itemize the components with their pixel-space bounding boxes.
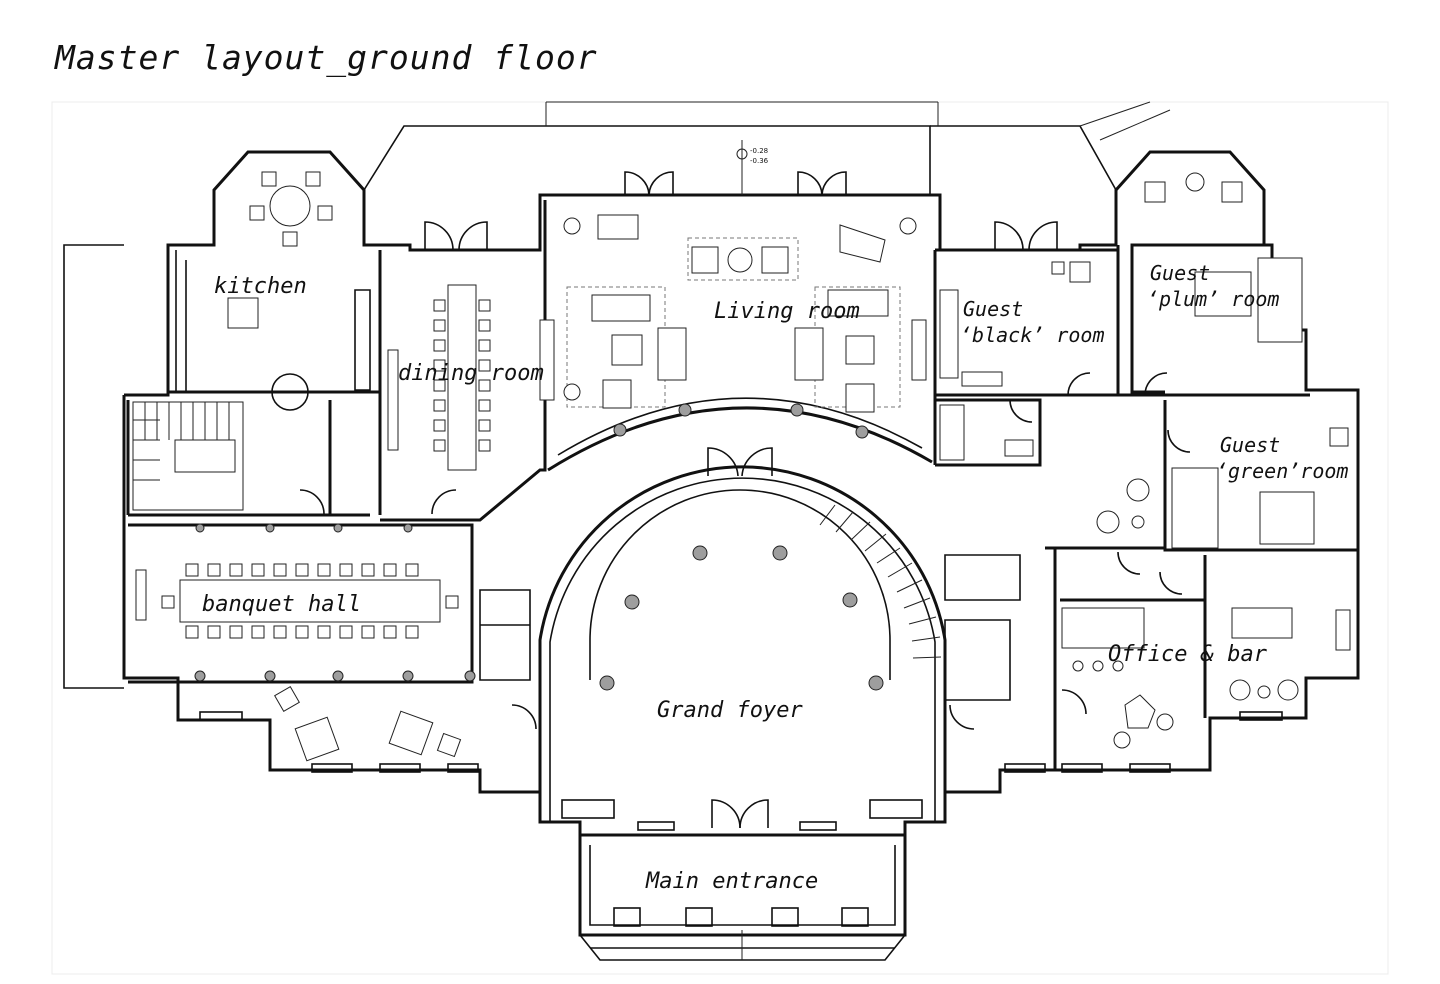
label-guest-green-line1: Guest (1220, 433, 1280, 457)
living-room-furniture (539, 214, 927, 413)
label-guest-black-line2: ‘black’ room (960, 323, 1105, 347)
office-furniture (1061, 607, 1351, 749)
grand-foyer-structure (538, 403, 947, 822)
label-guest-plum-line1: Guest (1150, 261, 1210, 285)
label-guest-plum-line2: ‘plum’ room (1147, 287, 1279, 311)
label-grand-foyer: Grand foyer (657, 698, 803, 723)
label-main-entrance: Main entrance (645, 869, 818, 894)
doors-and-windows (199, 171, 1283, 831)
kitchen-furniture (132, 171, 371, 511)
level-upper: -0.28 (750, 147, 768, 155)
level-marker: -0.28 -0.36 (736, 140, 769, 195)
interior-walls (126, 200, 1358, 770)
guest-rooms-furniture (939, 172, 1349, 549)
label-dining-room: dining room (398, 361, 544, 386)
plan-title: Master layout_ground floor (55, 38, 598, 77)
banquet-furniture (135, 523, 476, 762)
label-office-bar: Office & bar (1108, 642, 1268, 667)
label-guest-black-line1: Guest (963, 297, 1023, 321)
dining-table (387, 284, 491, 471)
label-kitchen: kitchen (214, 274, 307, 299)
label-banquet-hall: banquet hall (202, 592, 361, 617)
level-lower: -0.36 (750, 157, 769, 165)
entrance-porch (578, 835, 907, 961)
label-guest-green-line2: ‘green’room (1216, 459, 1348, 483)
label-living-room: Living room (714, 299, 860, 324)
room-labels: kitchen dining room Living room Guest ‘b… (202, 261, 1348, 894)
